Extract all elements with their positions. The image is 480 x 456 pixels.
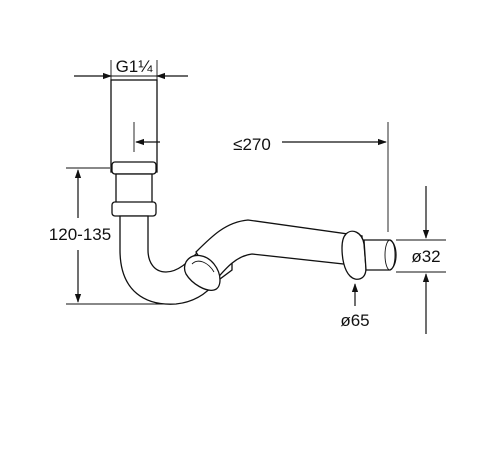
pipe-diameter-dimension: ø32: [396, 186, 446, 334]
nut-body: [115, 173, 153, 205]
wall-rosette: [341, 230, 367, 280]
siphon-body: [110, 79, 397, 305]
rosette-diameter-label: ø65: [340, 311, 369, 330]
outlet-pipe: [195, 219, 363, 284]
length-label: ≤270: [233, 135, 271, 154]
thread-label: G1¼: [116, 57, 154, 76]
rosette-diameter-dimension: ø65: [340, 283, 370, 330]
pipe-stub: [363, 239, 397, 271]
height-label: 120-135: [49, 225, 111, 244]
collar-ring: [111, 201, 157, 217]
upper-nut: [111, 161, 157, 175]
joint-ring: [183, 254, 221, 291]
pipe-diameter-label: ø32: [411, 247, 440, 266]
length-dimension: ≤270: [133, 122, 389, 232]
thread-dimension: G1¼: [74, 57, 188, 86]
height-dimension: 120-135: [49, 167, 176, 305]
